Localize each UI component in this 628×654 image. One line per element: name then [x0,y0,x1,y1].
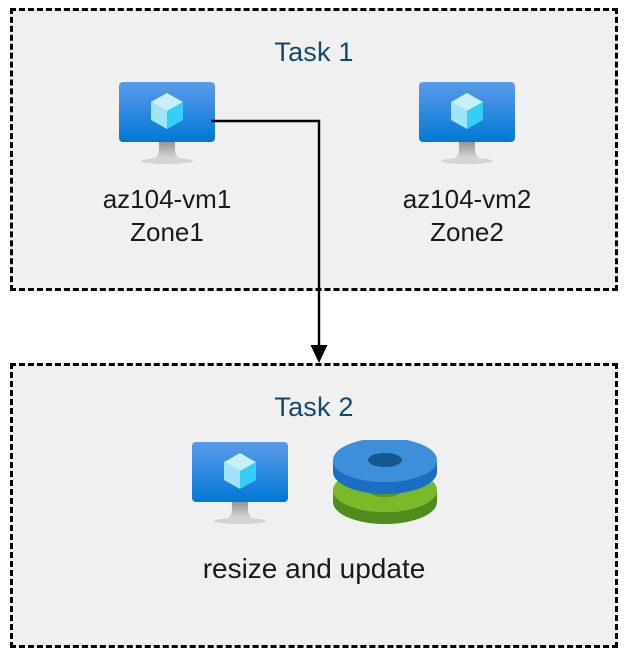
managed-disks-icon[interactable] [330,438,440,529]
node-az104-vm2[interactable]: az104-vm2 Zone2 [382,80,552,250]
virtual-machine-icon [415,80,519,169]
node-az104-vm1-caption: az104-vm1 Zone1 [102,184,232,248]
task-1-title: Task 1 [274,37,354,67]
node-az104-vm2-caption: az104-vm2 Zone2 [402,184,532,248]
blue-disc [333,438,437,494]
virtual-machine-icon[interactable] [188,440,292,529]
task-2-caption: resize and update [202,553,426,584]
task-2-group-box: Task 2 [10,363,618,648]
task-2-icon-row [10,438,618,529]
task-2-title: Task 2 [274,392,354,422]
virtual-machine-icon [115,80,219,169]
node-az104-vm1[interactable]: az104-vm1 Zone1 [82,80,252,250]
